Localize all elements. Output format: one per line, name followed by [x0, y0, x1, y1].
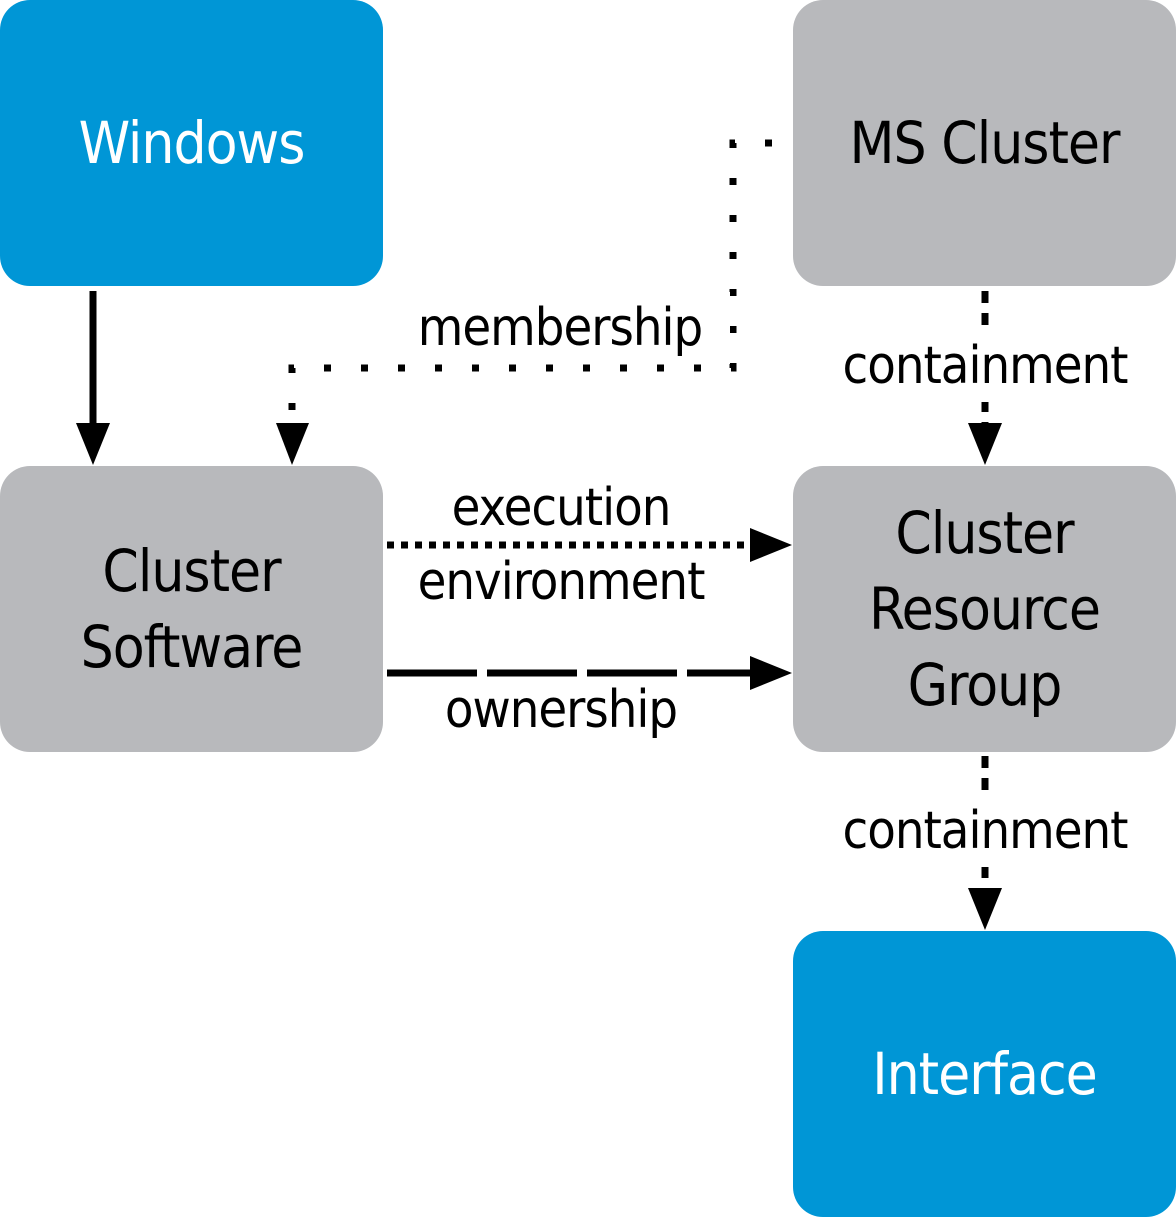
interface-node: Interface [793, 931, 1176, 1217]
containment-edge-label-1: containment [800, 330, 1170, 402]
membership-edge-label: membership [390, 292, 730, 364]
edge-ownership [387, 656, 792, 690]
ms-cluster-node: MS Cluster [793, 0, 1176, 286]
execution-environment-edge-label-line-2: environment [417, 552, 706, 612]
edge-containment-1 [968, 291, 1002, 465]
cluster-software-node-label-line-1: Cluster [102, 537, 281, 605]
cluster-software-node: Cluster Software [0, 466, 383, 752]
edge-windows-to-cluster-software [76, 291, 110, 465]
ownership-edge-label: ownership [444, 680, 678, 740]
interface-node-label: Interface [872, 1040, 1098, 1108]
execution-environment-edge-label-line-1: execution [451, 478, 672, 538]
cluster-resource-group-node-label-line-3: Group [907, 651, 1063, 719]
containment-edge-label-2: containment [800, 795, 1170, 867]
cluster-resource-group-node-label-line-2: Resource [869, 575, 1101, 643]
windows-node: Windows [0, 0, 383, 286]
edge-execution-environment [387, 528, 792, 562]
edge-membership [276, 139, 772, 465]
cluster-software-node-label-line-2: Software [80, 613, 304, 681]
windows-node-label: Windows [78, 109, 306, 177]
ms-cluster-node-label: MS Cluster [849, 109, 1121, 177]
cluster-resource-group-node: Cluster Resource Group [793, 466, 1176, 752]
cluster-resource-group-node-label-line-1: Cluster [895, 499, 1074, 567]
edge-containment-2 [968, 756, 1002, 930]
